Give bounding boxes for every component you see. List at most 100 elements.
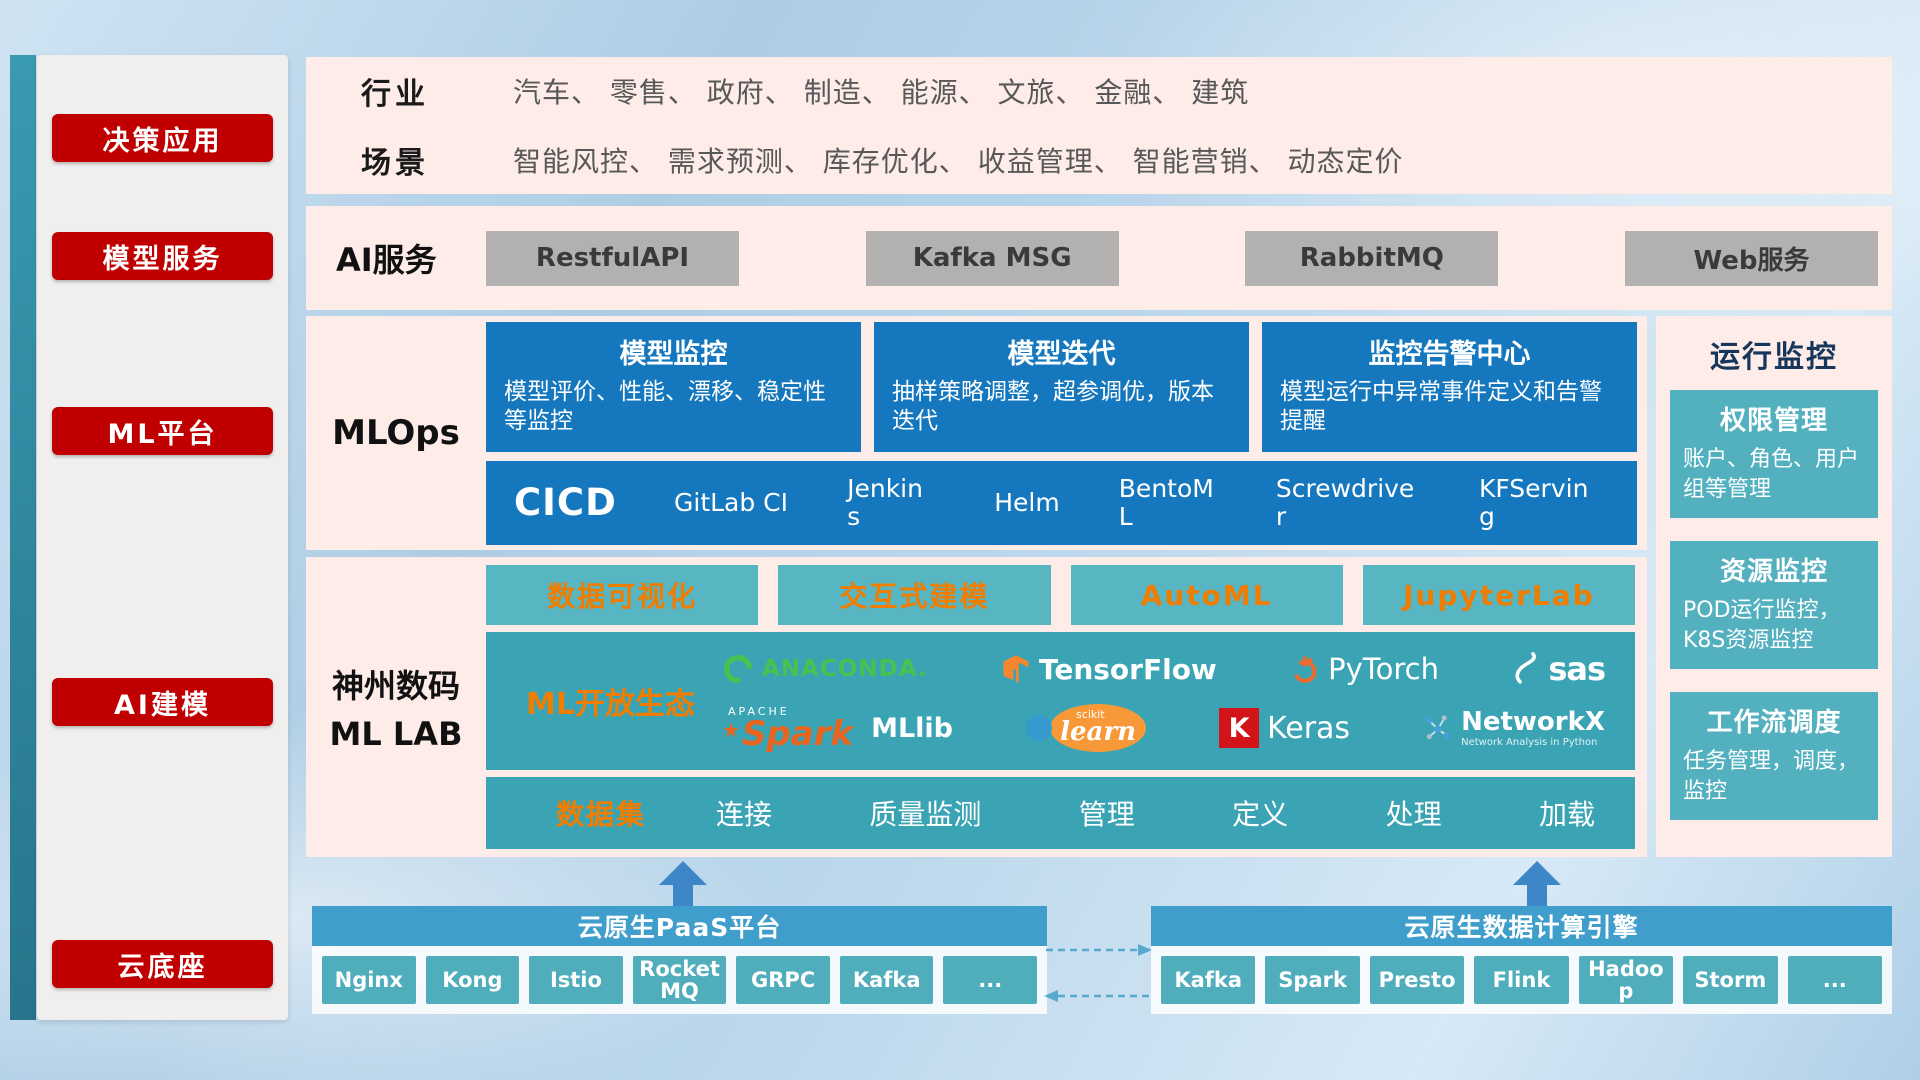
keras-k-icon: K	[1219, 708, 1260, 748]
interactive-modeling-button[interactable]: 交互式建模	[778, 565, 1051, 625]
logo-row-2: APACHE ★Spark MLlib scikit learn K	[706, 704, 1621, 752]
mlops-content: 模型监控 模型评价、性能、漂移、稳定性等监控 模型迭代 抽样策略调整，超参调优，…	[486, 316, 1647, 551]
scenario-label: 场景	[361, 145, 429, 181]
dashed-exchange-arrows-icon	[1044, 944, 1152, 1002]
runtime-monitor-column: 运行监控 权限管理 账户、角色、用户组等管理 资源监控 POD运行监控，K8S资…	[1656, 316, 1892, 857]
istio-button[interactable]: Istio	[529, 956, 623, 1004]
kafka-msg-button[interactable]: Kafka MSG	[865, 230, 1119, 286]
cicd-label: CICD	[514, 481, 617, 524]
rabbitmq-button[interactable]: RabbitMQ	[1245, 230, 1499, 286]
sas-text: sas	[1548, 650, 1606, 688]
panel-desc: 模型评价、性能、漂移、稳定性等监控	[504, 378, 826, 435]
panel-title: 监控告警中心	[1368, 338, 1531, 370]
mllab-label-line2: ML LAB	[329, 715, 463, 753]
mllib-text: MLlib	[871, 712, 954, 744]
anaconda-text: ANACONDA.	[762, 656, 928, 682]
resource-monitoring-box: 资源监控 POD运行监控，K8S资源监控	[1670, 541, 1878, 669]
data-visualization-button[interactable]: 数据可视化	[486, 565, 759, 625]
ai-service-buttons: RestfulAPI Kafka MSG RabbitMQ Web服务	[486, 230, 1878, 286]
box-title: 工作流调度	[1706, 708, 1842, 738]
mlops-band: MLOps 模型监控 模型评价、性能、漂移、稳定性等监控 模型迭代 抽样策略调整…	[306, 316, 1647, 550]
jenkins-item: Jenkins	[847, 473, 923, 531]
spark-text: ★Spark	[722, 713, 854, 754]
restfulapi-button[interactable]: RestfulAPI	[486, 230, 739, 286]
paas-platform-bar: 云原生PaaS平台	[312, 906, 1047, 946]
anaconda-logo: ANACONDA.	[722, 653, 928, 685]
mllab-label-line1: 神州数码	[331, 667, 460, 705]
ai-service-label: AI服务	[336, 241, 437, 279]
mllab-content: 数据可视化 交互式建模 AutoML JupyterLab ML开放生态 ANA…	[486, 565, 1635, 849]
model-iteration-panel: 模型迭代 抽样策略调整，超参调优，版本迭代	[874, 321, 1249, 452]
alert-center-panel: 监控告警中心 模型运行中异常事件定义和告警提醒	[1262, 321, 1637, 452]
learn-text: learn	[1060, 717, 1136, 747]
sidebar-item-model-service[interactable]: 模型服务	[52, 232, 273, 280]
grpc-button[interactable]: GRPC	[736, 956, 830, 1004]
nginx-button[interactable]: Nginx	[322, 956, 416, 1004]
ml-ecosystem-box: ML开放生态 ANACONDA. TensorFlow PyTorch	[486, 632, 1635, 770]
more-engine-button[interactable]: ...	[1787, 956, 1882, 1004]
storm-button[interactable]: Storm	[1683, 956, 1778, 1004]
sidebar-item-ai-modeling[interactable]: AI建模	[52, 678, 273, 726]
networkx-subtitle: Network Analysis in Python	[1461, 736, 1598, 748]
left-accent-strip	[10, 55, 36, 1020]
pytorch-icon	[1293, 656, 1317, 683]
kong-button[interactable]: Kong	[425, 956, 520, 1004]
kafka-button[interactable]: Kafka	[839, 956, 934, 1004]
sidebar-item-cloud-base[interactable]: 云底座	[52, 940, 273, 988]
mllab-band: 神州数码 ML LAB 数据可视化 交互式建模 AutoML JupyterLa…	[306, 557, 1647, 857]
scikit-text: scikit	[1076, 708, 1105, 721]
engine-buttons-strip: Kafka Spark Presto Flink Hadoop Storm ..…	[1151, 946, 1892, 1014]
automl-button[interactable]: AutoML	[1070, 565, 1343, 625]
kafka-engine-button[interactable]: Kafka	[1161, 956, 1256, 1004]
dataset-item-define: 定义	[1232, 798, 1289, 831]
screwdriver-item: Screwdriver	[1275, 473, 1415, 531]
pytorch-logo: PyTorch	[1290, 652, 1439, 686]
web-service-button[interactable]: Web服务	[1624, 230, 1878, 286]
ai-service-band: AI服务 RestfulAPI Kafka MSG RabbitMQ Web服务	[306, 206, 1892, 310]
dataset-item-connect: 连接	[716, 798, 773, 831]
anaconda-icon	[724, 655, 752, 683]
paas-buttons-strip: Nginx Kong Istio RocketMQ GRPC Kafka ...	[312, 946, 1047, 1014]
box-desc: 账户、角色、用户组等管理	[1683, 447, 1860, 502]
sas-icon	[1515, 652, 1537, 684]
cicd-tools: GitLab CI Jenkins Helm BentoML Screwdriv…	[674, 473, 1601, 531]
mllab-feature-row: 数据可视化 交互式建模 AutoML JupyterLab	[486, 565, 1635, 625]
scikit-blue-dot-icon	[1026, 715, 1053, 741]
data-engine-bar: 云原生数据计算引擎	[1151, 906, 1892, 946]
dataset-items: 连接 质量监测 管理 定义 处理 加载	[716, 793, 1595, 833]
scenario-row: 场景 智能风控、 需求预测、 库存优化、 收益管理、 智能营销、 动态定价	[306, 126, 1892, 195]
networkx-text: NetworkX	[1461, 707, 1605, 738]
dataset-bar: 数据集 连接 质量监测 管理 定义 处理 加载	[486, 777, 1635, 849]
rocketmq-button[interactable]: RocketMQ	[632, 956, 727, 1004]
sidebar-item-decision-apps[interactable]: 决策应用	[52, 114, 273, 162]
sas-logo: sas	[1512, 650, 1606, 688]
jupyterlab-button[interactable]: JupyterLab	[1362, 565, 1635, 625]
gitlab-ci-item: GitLab CI	[674, 487, 789, 517]
permission-management-box: 权限管理 账户、角色、用户组等管理	[1670, 390, 1878, 518]
helm-item: Helm	[994, 487, 1060, 517]
up-arrow-right	[1513, 861, 1561, 906]
scikit-learn-logo: scikit learn	[1026, 704, 1147, 752]
presto-button[interactable]: Presto	[1369, 956, 1465, 1004]
dataset-item-process: 处理	[1385, 798, 1442, 831]
mllab-label: 神州数码 ML LAB	[306, 565, 486, 849]
tensorflow-icon	[1003, 655, 1029, 683]
spark-button[interactable]: Spark	[1265, 956, 1360, 1004]
layer-sidebar: 决策应用 模型服务 ML平台 AI建模 云底座	[37, 55, 288, 1020]
box-title: 资源监控	[1719, 557, 1828, 587]
bentoml-item: BentoML	[1118, 473, 1214, 531]
spark-stack: APACHE ★Spark	[722, 706, 853, 751]
industry-list: 汽车、 零售、 政府、 制造、 能源、 文旅、 金融、 建筑	[513, 76, 1250, 110]
panel-desc: 抽样策略调整，超参调优，版本迭代	[892, 378, 1214, 435]
box-title: 权限管理	[1719, 406, 1828, 436]
flink-button[interactable]: Flink	[1474, 956, 1569, 1004]
spark-star-icon: ★	[722, 717, 740, 742]
scikit-orange-blob: scikit learn	[1050, 704, 1147, 752]
hadoop-button[interactable]: Hadoop	[1578, 956, 1674, 1004]
ml-ecosystem-label: ML开放生态	[526, 687, 695, 722]
model-monitoring-panel: 模型监控 模型评价、性能、漂移、稳定性等监控	[486, 321, 861, 452]
networkx-icon	[1426, 715, 1450, 740]
scenario-list: 智能风控、 需求预测、 库存优化、 收益管理、 智能营销、 动态定价	[513, 144, 1404, 178]
sidebar-item-ml-platform[interactable]: ML平台	[52, 407, 273, 455]
more-button[interactable]: ...	[943, 956, 1038, 1004]
